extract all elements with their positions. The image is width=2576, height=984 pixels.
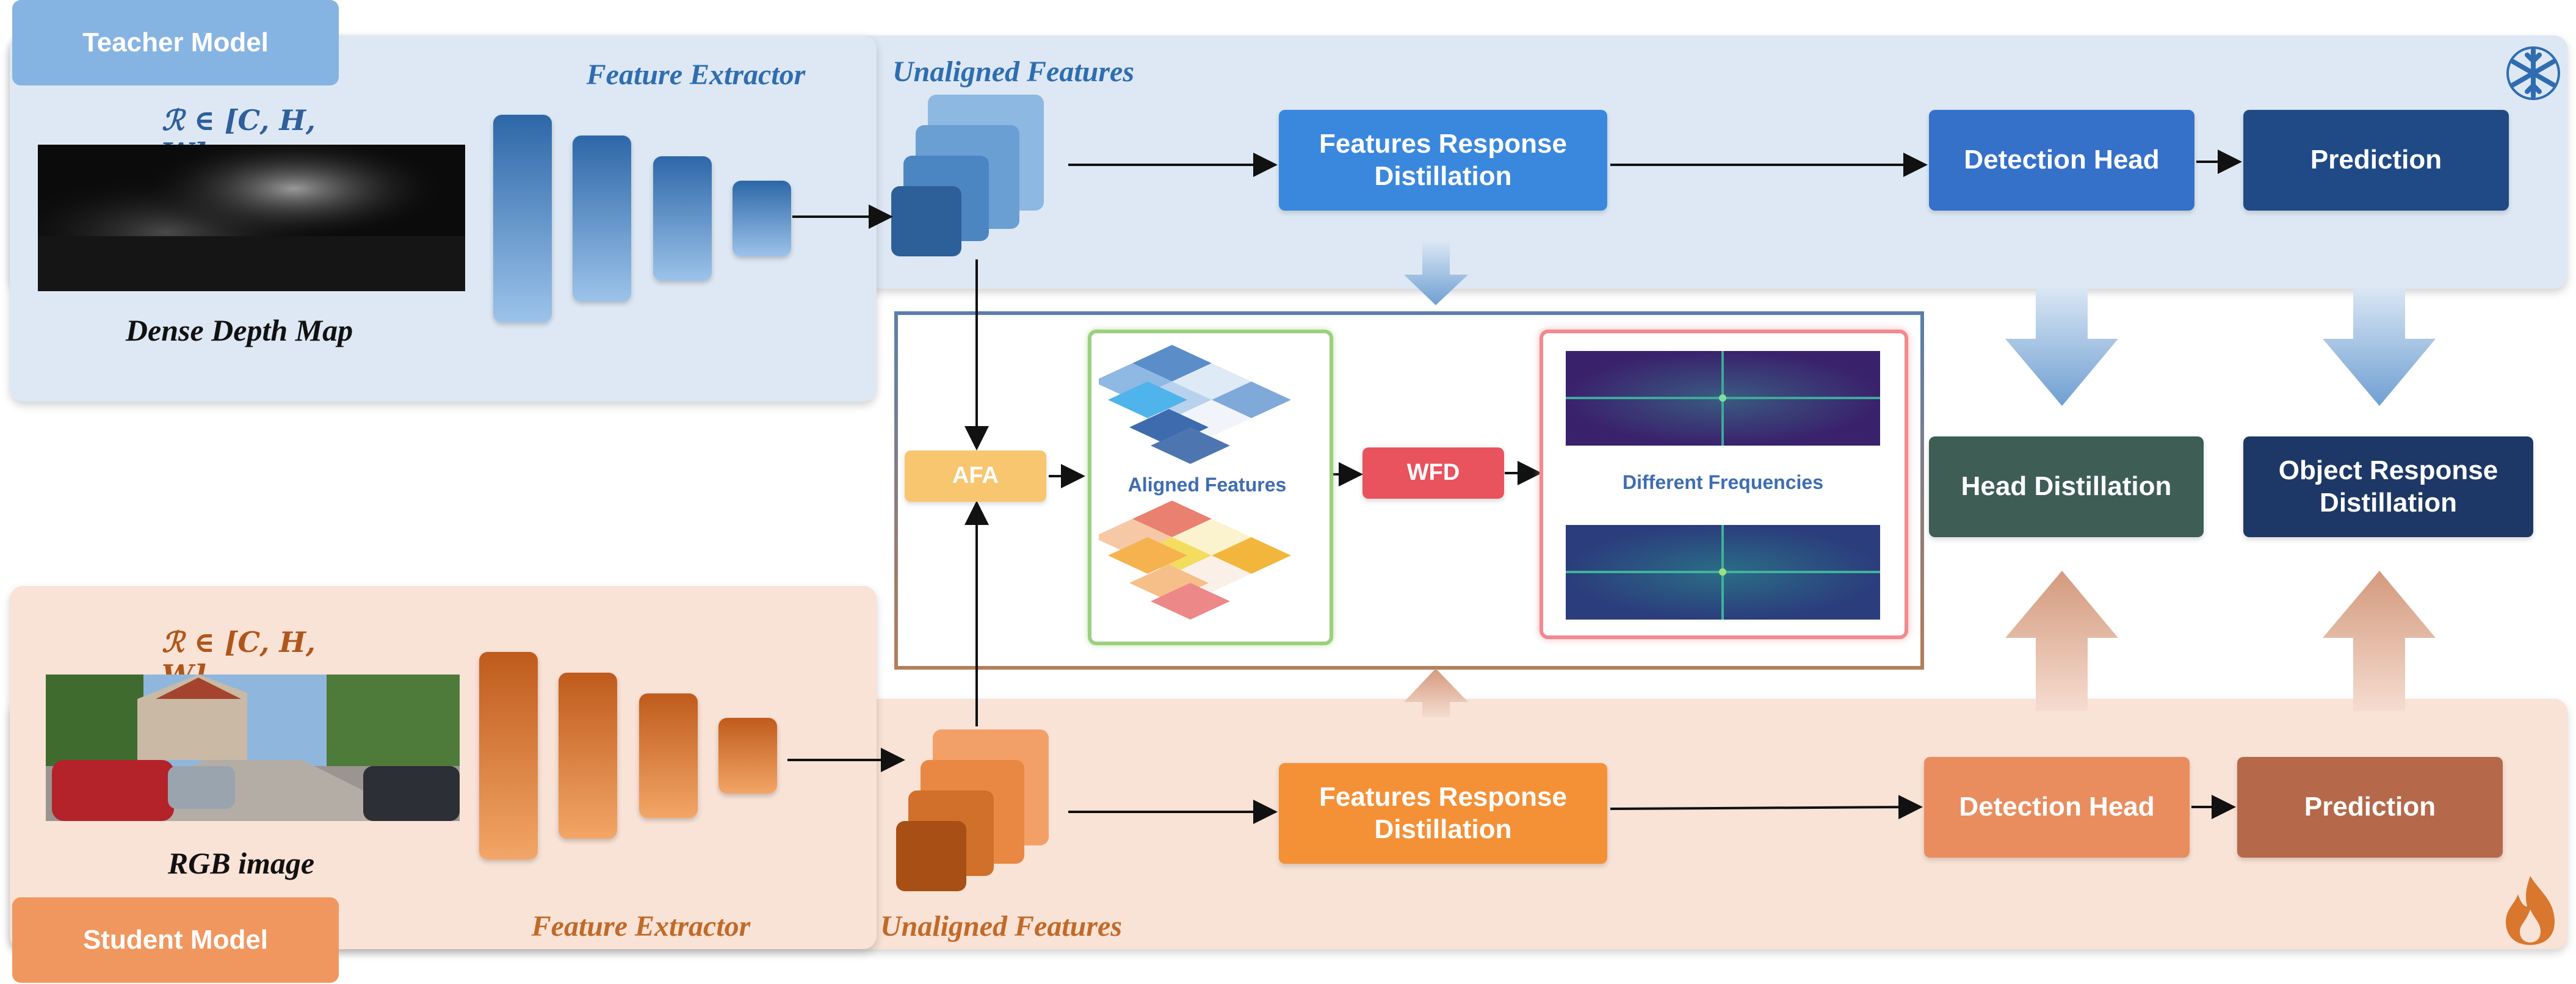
teacher-features-response-distillation: Features Response Distillation [1279, 110, 1607, 211]
rgb-image [46, 675, 460, 821]
teacher-prediction: Prediction [2243, 110, 2509, 211]
afa-block: AFA [905, 450, 1046, 502]
aligned-features-caption: Aligned Features [1127, 474, 1287, 496]
student-model-tag: Student Model [12, 897, 339, 983]
rgb-image-caption: RGB image [167, 846, 315, 880]
student-extractor-block-1 [479, 652, 538, 859]
teacher-feature-extractor-label: Feature Extractor [586, 59, 806, 91]
teacher-detection-head: Detection Head [1929, 110, 2194, 211]
student-prediction: Prediction [2237, 757, 2503, 858]
teacher-extractor-block-3 [653, 156, 712, 281]
student-detection-head: Detection Head [1924, 757, 2190, 858]
dense-depth-map-image [38, 145, 465, 291]
student-extractor-block-4 [718, 718, 777, 794]
student-unaligned-features-label: Unaligned Features [880, 910, 1123, 942]
head-distillation: Head Distillation [1929, 436, 2204, 537]
aligned-features-blue-grid [1099, 345, 1291, 464]
student-feature-extractor-label: Feature Extractor [531, 910, 751, 942]
aligned-features-orange-grid [1099, 501, 1291, 620]
teacher-model-tag: Teacher Model [12, 0, 339, 85]
teacher-extractor-block-2 [573, 136, 631, 302]
student-features-response-distillation: Features Response Distillation [1279, 763, 1607, 864]
snowflake-icon [2506, 46, 2560, 100]
dense-depth-map-caption: Dense Depth Map [125, 313, 353, 347]
teacher-feature-stack [891, 95, 1074, 266]
frequency-spectrum-top [1566, 351, 1880, 446]
object-response-distillation: Object Response Distillation [2243, 436, 2533, 537]
student-extractor-block-2 [559, 673, 617, 839]
teacher-extractor-block-4 [733, 181, 791, 256]
student-feature-stack [896, 729, 1079, 900]
teacher-unaligned-features-label: Unaligned Features [892, 56, 1135, 88]
fire-icon [2506, 876, 2555, 945]
teacher-extractor-block-1 [493, 115, 552, 322]
wfd-block: WFD [1362, 447, 1504, 499]
frequency-spectrum-bottom [1566, 525, 1880, 620]
different-frequencies-caption: Different Frequencies [1623, 471, 1823, 493]
student-extractor-block-3 [639, 693, 698, 818]
